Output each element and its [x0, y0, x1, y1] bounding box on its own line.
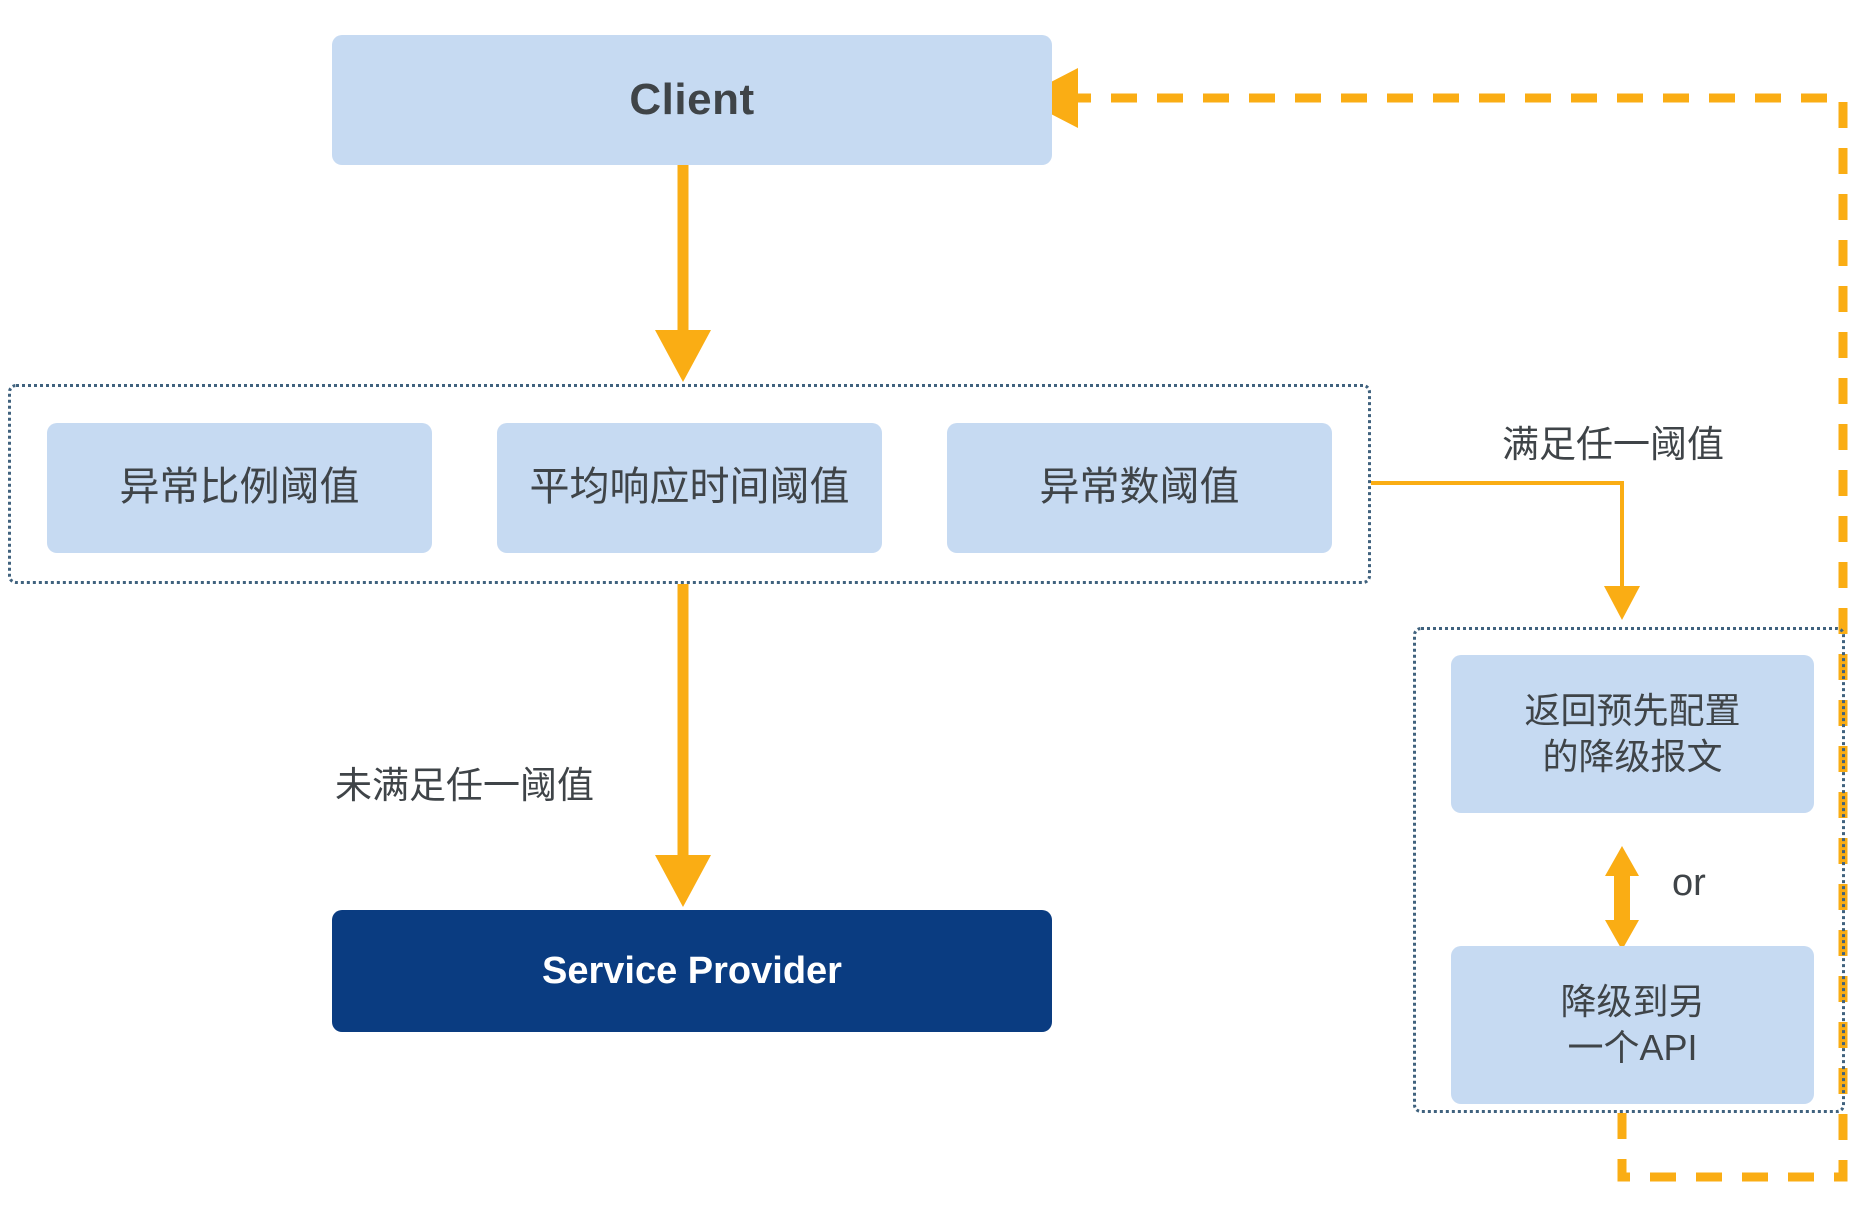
node-threshold-error-count[interactable]: 异常数阈值: [947, 423, 1332, 553]
node-service-provider[interactable]: Service Provider: [332, 910, 1052, 1032]
edge-label-unmet-threshold: 未满足任一阈值: [335, 765, 594, 806]
node-degrade-fallback-api[interactable]: 降级到另 一个API: [1451, 946, 1814, 1104]
node-client[interactable]: Client: [332, 35, 1052, 165]
node-threshold-error-ratio[interactable]: 异常比例阈值: [47, 423, 432, 553]
edge-thresholds-to-service-provider: [655, 584, 711, 907]
group-degrade-strategies: [1413, 627, 1845, 1113]
edge-thresholds-to-degrade: [1371, 481, 1640, 620]
edge-label-met-threshold: 满足任一阈值: [1502, 424, 1724, 465]
group-thresholds: [8, 384, 1371, 584]
node-threshold-avg-response-time[interactable]: 平均响应时间阈值: [497, 423, 882, 553]
edge-client-to-thresholds: [655, 165, 711, 382]
node-degrade-preconfigured-response[interactable]: 返回预先配置 的降级报文: [1451, 655, 1814, 813]
edge-label-or: or: [1672, 862, 1706, 904]
